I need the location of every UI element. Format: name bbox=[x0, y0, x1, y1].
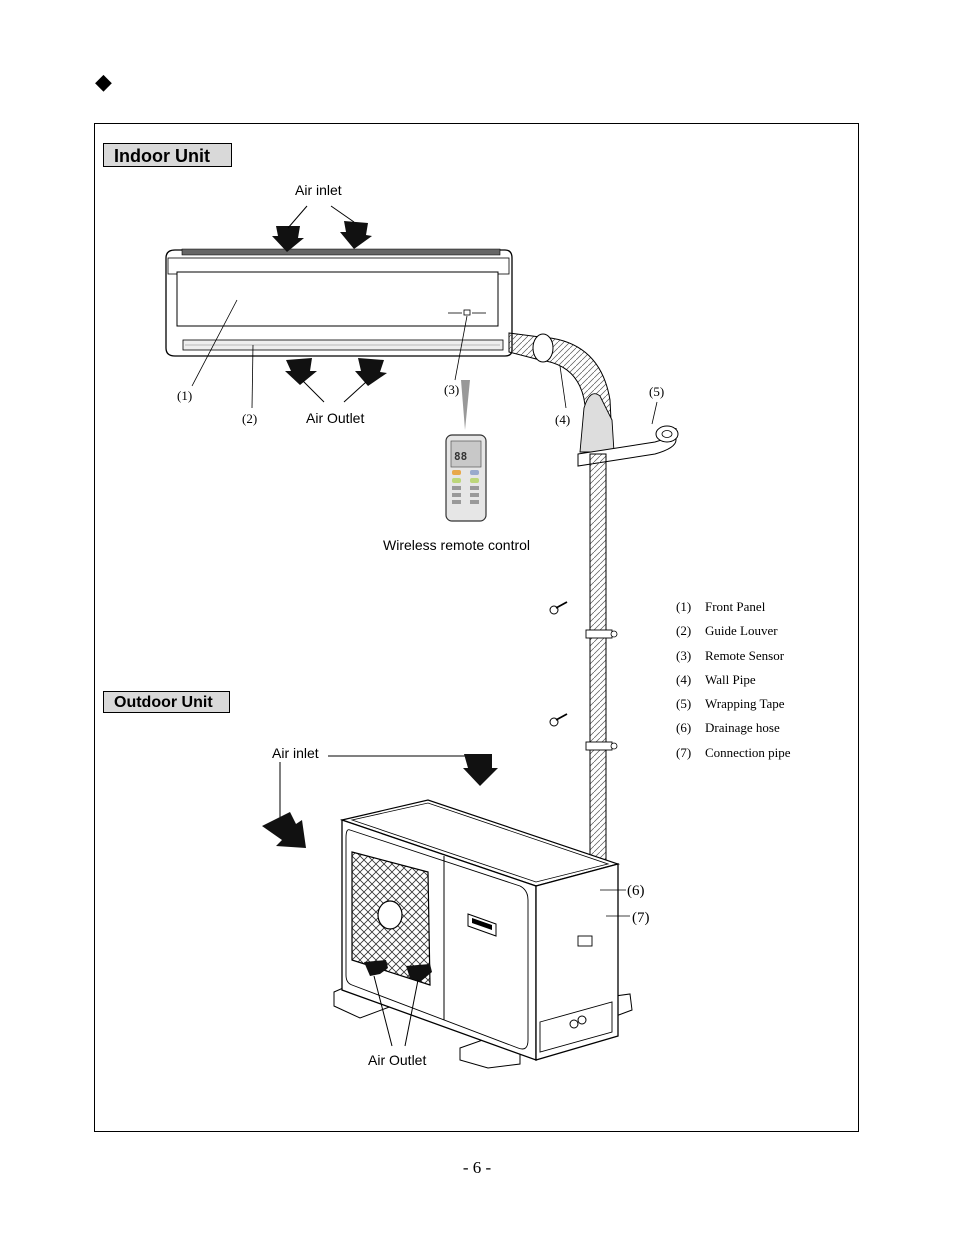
outdoor-outlet-arrows bbox=[364, 960, 432, 1047]
callout-6: (6) bbox=[627, 883, 645, 899]
outdoor-unit-illustration bbox=[333, 799, 633, 1069]
front-panel bbox=[176, 271, 499, 327]
remote-sensor bbox=[463, 309, 471, 316]
diagram-frame bbox=[94, 123, 859, 1132]
service-valves bbox=[569, 1015, 587, 1029]
indoor-air-outlet-label: Air Outlet bbox=[306, 410, 365, 426]
callout-2: (2) bbox=[242, 411, 258, 426]
indoor-unit-title: Indoor Unit bbox=[103, 143, 232, 167]
indoor-inlet-arrows bbox=[272, 205, 372, 252]
indoor-unit-illustration bbox=[165, 248, 513, 357]
remote-control-icon: 88 bbox=[445, 434, 487, 522]
legend-item: (3)Remote Sensor bbox=[676, 647, 785, 663]
remote-control-label: Wireless remote control bbox=[383, 537, 531, 553]
outdoor-unit-title: Outdoor Unit bbox=[103, 691, 230, 713]
remote-display: 88 bbox=[454, 450, 467, 463]
callout-5: (5) bbox=[649, 384, 665, 399]
callout-1: (1) bbox=[177, 388, 193, 403]
legend-item: (4)Wall Pipe bbox=[676, 671, 756, 687]
wall-pipe bbox=[508, 332, 615, 453]
parts-legend: (1)Front Panel (2)Guide Louver (3)Remote… bbox=[676, 598, 791, 768]
legend-item: (2)Guide Louver bbox=[676, 623, 778, 639]
legend-item: (7)Connection pipe bbox=[676, 744, 791, 760]
indoor-outlet-arrows bbox=[285, 358, 387, 403]
page-number: - 6 - bbox=[462, 1158, 492, 1177]
section-bullet: ◆ bbox=[95, 70, 112, 95]
callout-3: (3) bbox=[444, 382, 460, 397]
legend-item: (5)Wrapping Tape bbox=[676, 696, 785, 712]
indoor-air-inlet-label: Air inlet bbox=[295, 182, 342, 198]
outdoor-air-inlet-label: Air inlet bbox=[272, 745, 319, 761]
legend-item: (6)Drainage hose bbox=[676, 720, 780, 736]
legend-item: (1)Front Panel bbox=[676, 599, 766, 614]
outdoor-air-outlet-label: Air Outlet bbox=[368, 1052, 427, 1068]
callout-4: (4) bbox=[555, 412, 571, 427]
outdoor-inlet-arrows bbox=[262, 754, 498, 848]
wall-screw-icon bbox=[549, 601, 568, 727]
callout-7: (7) bbox=[632, 910, 650, 926]
